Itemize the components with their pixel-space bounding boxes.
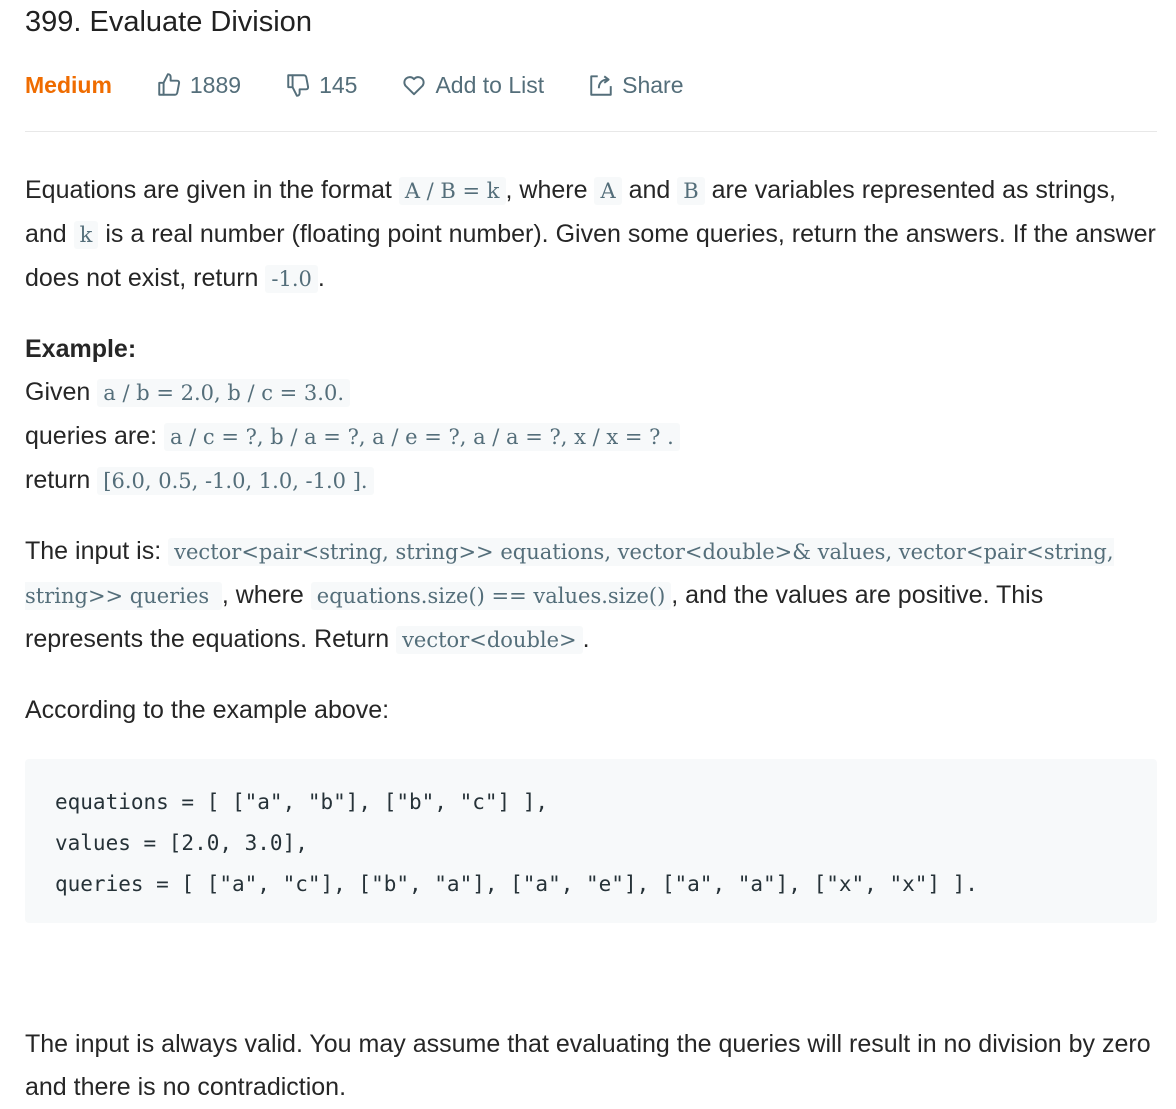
inline-code: a / b = 2.0, b / c = 3.0. (97, 379, 350, 407)
example-code-block: equations = [ ["a", "b"], ["b", "c"] ], v… (25, 759, 1157, 923)
thumbs-up-icon (158, 73, 180, 96)
share-label: Share (622, 71, 684, 98)
text-span: Given (25, 378, 98, 406)
text-span: queries are: (25, 422, 164, 450)
code-line: equations = [ ["a", "b"], ["b", "c"] ], (55, 790, 549, 814)
text-span: , where (221, 581, 311, 609)
inline-code: equations.size() == values.size() (310, 582, 672, 610)
example-queries-line: queries are: a / c = ?, b / a = ?, a / e… (25, 415, 1157, 459)
add-to-list-label: Add to List (435, 71, 545, 98)
code-line: queries = [ ["a", "c"], ["b", "a"], ["a"… (55, 872, 978, 896)
input-paragraph: The input is: vector<pair<string, string… (25, 530, 1157, 662)
text-span: is a real number (floating point number)… (25, 220, 1156, 292)
example-given-line: Given a / b = 2.0, b / c = 3.0. (25, 371, 1157, 415)
text-span: are variables represented as strings, an… (25, 176, 1117, 248)
text-span: , where (505, 176, 595, 204)
inline-code: -1.0 (265, 265, 318, 293)
text-span: . (582, 625, 590, 653)
text-span: Equations are given in the format (25, 176, 399, 204)
like-count: 1889 (189, 71, 242, 98)
inline-code: A (594, 177, 622, 205)
difficulty-label: Medium (25, 71, 112, 98)
according-paragraph: According to the example above: (25, 696, 390, 724)
share-button[interactable]: Share (588, 71, 684, 99)
text-span: return (25, 466, 98, 494)
validity-note: The input is always valid. You may assum… (25, 1030, 1151, 1101)
problem-panel: 399. Evaluate Division Medium 1889 145 A… (25, 5, 1157, 1109)
thumbs-down-icon (287, 74, 310, 97)
inline-code: A / B = k (398, 177, 506, 205)
share-icon (590, 75, 612, 96)
code-line: values = [2.0, 3.0], (55, 831, 308, 855)
problem-title: 399. Evaluate Division (25, 6, 312, 38)
text-span: , and the values are positive. This repr… (25, 581, 1044, 653)
text-span: The input is: (25, 537, 169, 565)
description-paragraph: Equations are given in the format A / B … (25, 169, 1157, 301)
inline-code: a / c = ?, b / a = ?, a / e = ?, a / a =… (163, 423, 680, 451)
text-span: . (317, 264, 325, 292)
problem-description: Equations are given in the format A / B … (25, 169, 1157, 1109)
dislike-button[interactable]: 145 (285, 72, 357, 99)
header-divider (25, 131, 1157, 132)
inline-code: k (73, 221, 99, 249)
inline-code: B (677, 177, 705, 205)
inline-code: vector<double> (396, 626, 583, 654)
problem-meta-bar: Medium 1889 145 Add to List (25, 65, 1157, 105)
example-heading: Example: (25, 335, 137, 363)
text-span: and (621, 176, 678, 204)
example-return-line: return [6.0, 0.5, -1.0, 1.0, -1.0 ]. (25, 459, 1157, 503)
dislike-count: 145 (319, 71, 358, 98)
inline-code: [6.0, 0.5, -1.0, 1.0, -1.0 ]. (97, 467, 374, 495)
like-button[interactable]: 1889 (156, 72, 241, 99)
add-to-list-button[interactable]: Add to List (401, 72, 544, 99)
heart-icon (403, 76, 426, 96)
